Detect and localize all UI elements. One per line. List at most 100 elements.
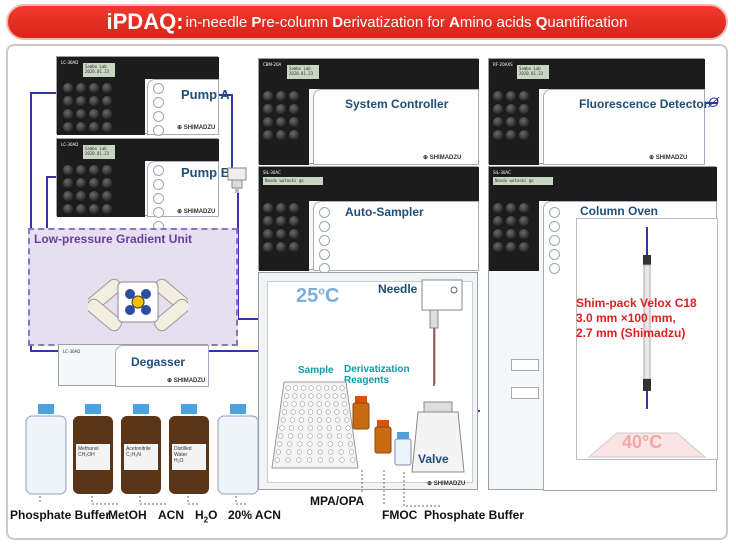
keypad-key[interactable] [276,242,286,252]
keypad-key[interactable] [76,109,86,119]
keypad-key[interactable] [276,104,286,114]
keypad-key[interactable] [102,165,112,175]
keypad-key[interactable] [289,203,299,213]
keypad-key[interactable] [102,122,112,132]
panel-button[interactable] [319,235,330,246]
keypad-key[interactable] [63,204,73,214]
keypad-key[interactable] [276,117,286,127]
keypad-key[interactable] [493,242,503,252]
keypad-key[interactable] [506,91,516,101]
keypad-key[interactable] [276,203,286,213]
keypad-key[interactable] [519,216,529,226]
keypad-key[interactable] [89,83,99,93]
keypad-key[interactable] [506,216,516,226]
keypad-key[interactable] [63,165,73,175]
keypad-key[interactable] [263,104,273,114]
keypad-key[interactable] [493,117,503,127]
keypad-key[interactable] [76,165,86,175]
panel-button[interactable] [153,165,164,176]
keypad-key[interactable] [102,191,112,201]
keypad-key[interactable] [519,91,529,101]
keypad-key[interactable] [493,229,503,239]
keypad-key[interactable] [519,117,529,127]
keypad-key[interactable] [76,122,86,132]
detector-door[interactable] [543,89,705,165]
keypad-key[interactable] [263,130,273,140]
keypad-key[interactable] [289,117,299,127]
keypad-key[interactable] [63,122,73,132]
keypad-key[interactable] [276,216,286,226]
keypad-key[interactable] [76,96,86,106]
keypad-key[interactable] [519,229,529,239]
keypad-key[interactable] [263,229,273,239]
controller-door[interactable] [313,89,479,165]
keypad-key[interactable] [63,109,73,119]
keypad-key[interactable] [289,91,299,101]
keypad-key[interactable] [263,203,273,213]
keypad-key[interactable] [276,91,286,101]
keypad-key[interactable] [276,229,286,239]
panel-button[interactable] [319,207,330,218]
pump-b-buttons[interactable] [153,165,164,232]
panel-button[interactable] [153,83,164,94]
keypad-key[interactable] [76,204,86,214]
autosampler-door[interactable] [313,201,479,271]
keypad-key[interactable] [102,109,112,119]
keypad-key[interactable] [493,203,503,213]
keypad-key[interactable] [89,122,99,132]
panel-button[interactable] [319,221,330,232]
panel-button[interactable] [549,221,560,232]
keypad-key[interactable] [63,191,73,201]
panel-button[interactable] [153,125,164,136]
keypad-key[interactable] [89,178,99,188]
keypad-key[interactable] [506,130,516,140]
keypad-key[interactable] [506,229,516,239]
oven-buttons[interactable] [549,207,560,274]
keypad-key[interactable] [76,83,86,93]
keypad-key[interactable] [63,96,73,106]
keypad-key[interactable] [519,203,529,213]
panel-button[interactable] [319,249,330,260]
keypad-key[interactable] [102,96,112,106]
oven-handle-lower[interactable] [511,387,539,399]
keypad-key[interactable] [263,91,273,101]
keypad-key[interactable] [89,204,99,214]
keypad-key[interactable] [506,117,516,127]
panel-button[interactable] [549,249,560,260]
keypad-key[interactable] [102,204,112,214]
panel-button[interactable] [153,207,164,218]
keypad-key[interactable] [263,242,273,252]
keypad-key[interactable] [89,96,99,106]
keypad-key[interactable] [89,191,99,201]
oven-keypad[interactable] [493,203,529,252]
panel-button[interactable] [153,193,164,204]
keypad-key[interactable] [506,104,516,114]
panel-button[interactable] [153,179,164,190]
keypad-key[interactable] [63,83,73,93]
keypad-key[interactable] [289,104,299,114]
panel-button[interactable] [549,235,560,246]
keypad-key[interactable] [289,216,299,226]
keypad-key[interactable] [289,229,299,239]
keypad-key[interactable] [493,216,503,226]
pump-b-keypad[interactable] [63,165,112,214]
controller-keypad[interactable] [263,91,299,140]
keypad-key[interactable] [263,117,273,127]
keypad-key[interactable] [76,178,86,188]
keypad-key[interactable] [263,216,273,226]
degasser-door[interactable] [115,345,209,387]
keypad-key[interactable] [493,130,503,140]
panel-button[interactable] [153,97,164,108]
keypad-key[interactable] [76,191,86,201]
autosampler-keypad[interactable] [263,203,299,252]
keypad-key[interactable] [493,91,503,101]
keypad-key[interactable] [102,178,112,188]
keypad-key[interactable] [519,104,529,114]
pump-a-keypad[interactable] [63,83,112,132]
detector-keypad[interactable] [493,91,529,140]
keypad-key[interactable] [276,130,286,140]
keypad-key[interactable] [506,203,516,213]
autosampler-buttons[interactable] [319,207,330,274]
keypad-key[interactable] [63,178,73,188]
keypad-key[interactable] [506,242,516,252]
